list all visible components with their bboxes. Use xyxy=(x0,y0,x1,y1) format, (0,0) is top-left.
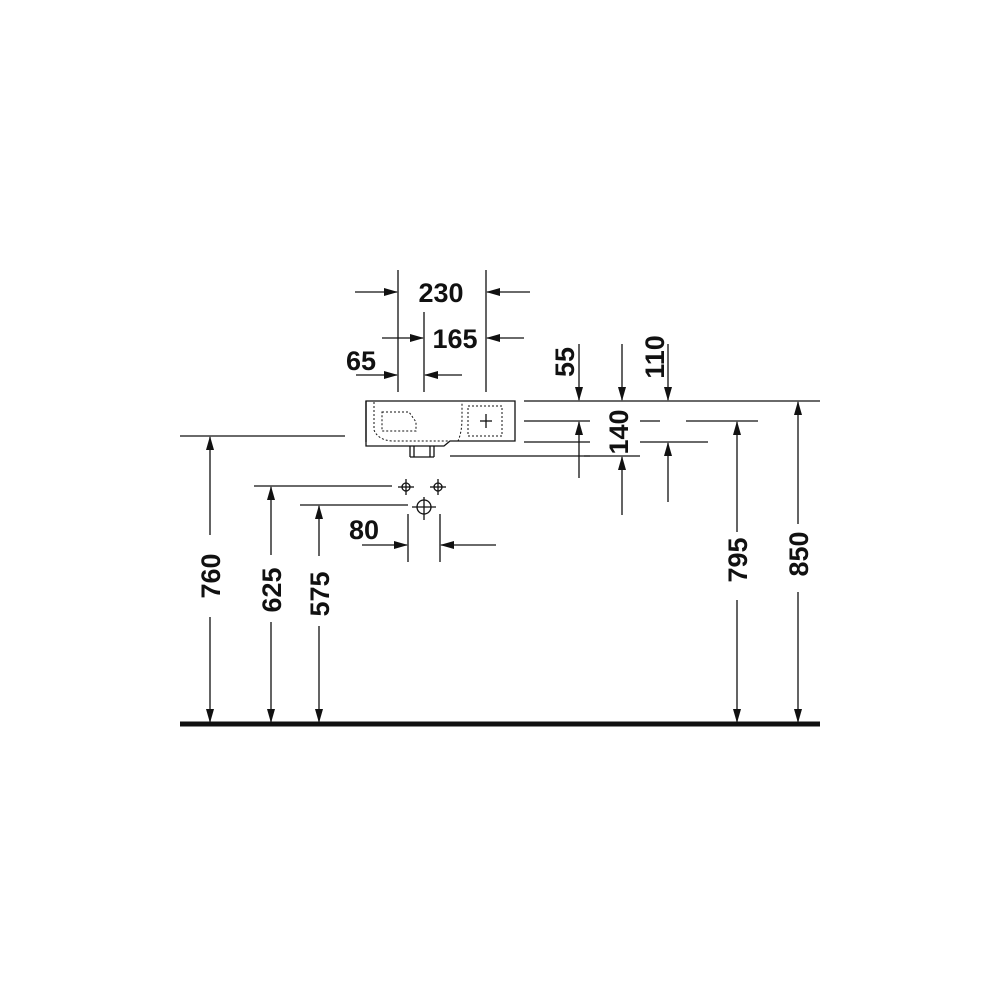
dimension-110-label: 110 xyxy=(640,335,670,379)
connection-holes xyxy=(398,479,446,520)
dimension-625 xyxy=(254,485,392,723)
dimension-575-label: 575 xyxy=(305,571,335,616)
dimension-80-label: 80 xyxy=(349,515,379,545)
dimension-140 xyxy=(618,344,626,515)
dimension-140-label: 140 xyxy=(604,409,634,454)
dimension-575 xyxy=(300,504,408,723)
dimension-165 xyxy=(382,312,524,392)
dimension-850-label: 850 xyxy=(784,531,814,576)
dimension-230 xyxy=(355,270,530,392)
dimension-65-label: 65 xyxy=(346,346,376,376)
dimension-625-label: 625 xyxy=(257,567,287,612)
dimension-55-label: 55 xyxy=(550,347,580,377)
dimension-230-label: 230 xyxy=(418,278,463,308)
dimension-110 xyxy=(664,344,672,502)
dimension-760 xyxy=(180,435,345,723)
dimension-760-label: 760 xyxy=(196,553,226,598)
dimension-80 xyxy=(362,514,496,562)
dimension-165-label: 165 xyxy=(432,324,477,354)
dimension-795-label: 795 xyxy=(723,537,753,582)
dimension-795 xyxy=(733,421,741,723)
basin-outline xyxy=(365,400,516,458)
dimension-55 xyxy=(575,344,583,478)
dimension-850 xyxy=(794,401,802,723)
extension-lines-right xyxy=(450,400,820,457)
dimension-65 xyxy=(356,371,462,379)
